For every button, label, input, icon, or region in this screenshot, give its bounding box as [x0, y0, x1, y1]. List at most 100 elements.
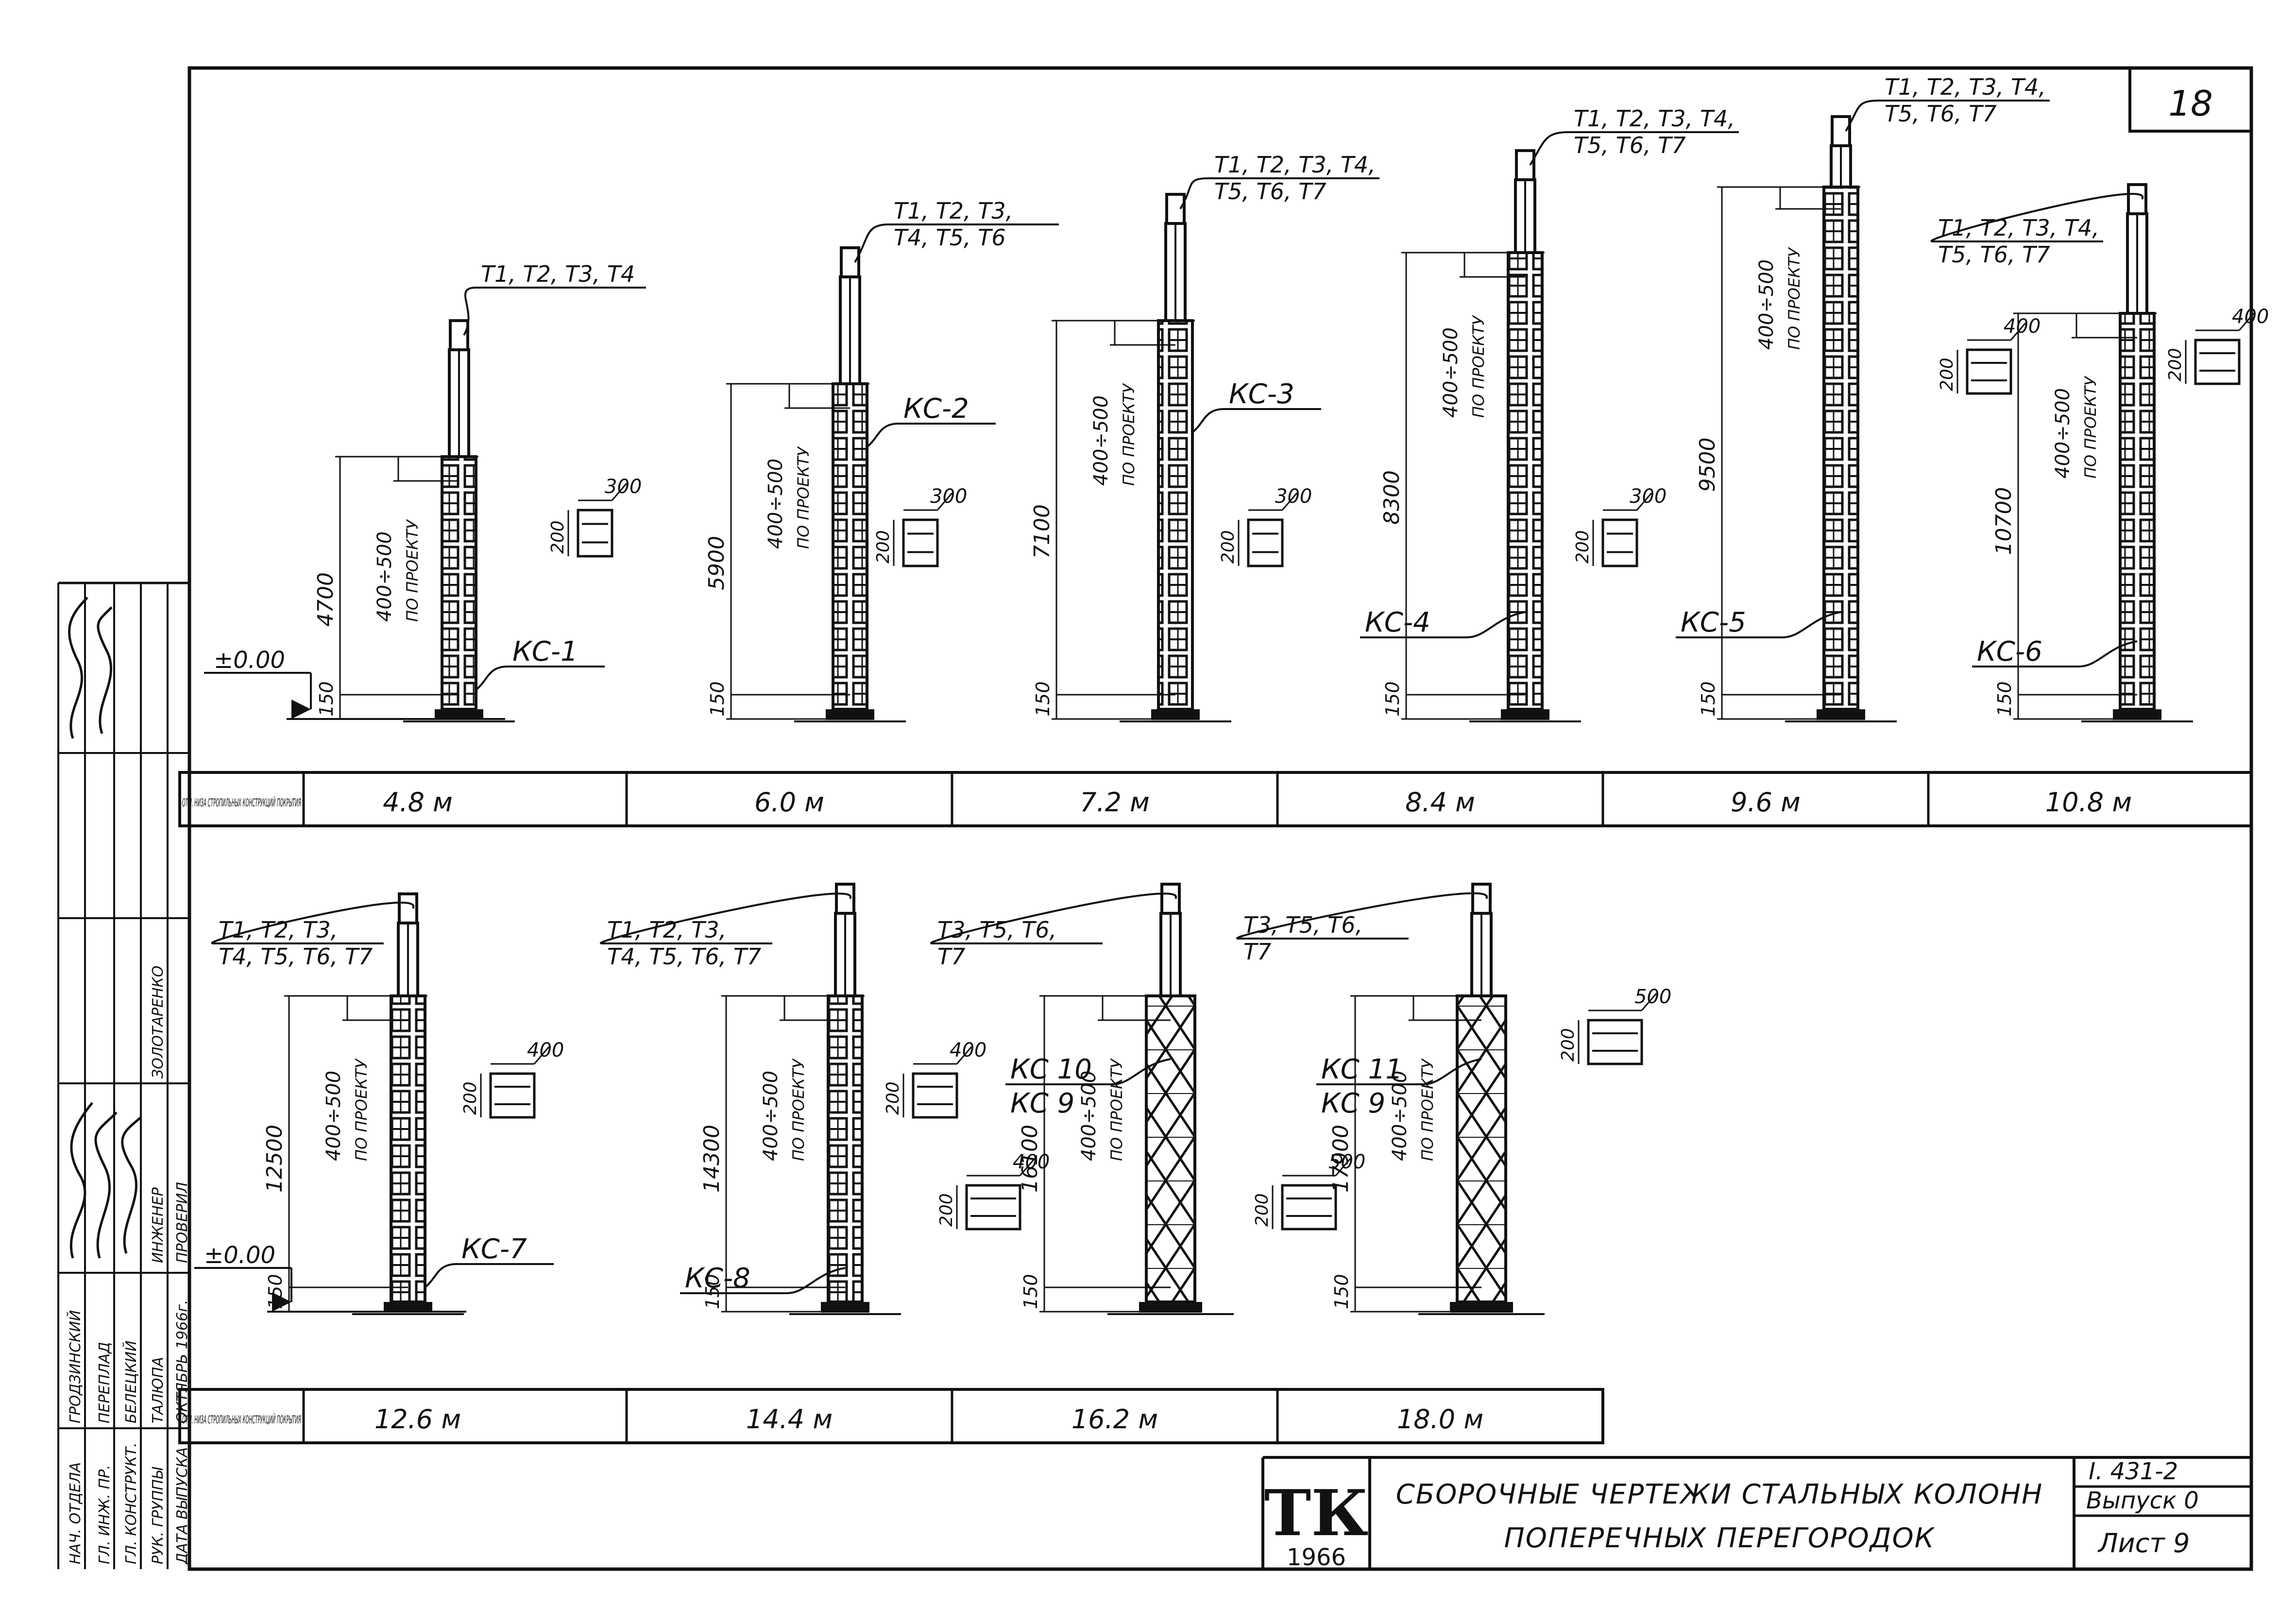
КС-3-label-leader	[1191, 408, 1225, 433]
КС 10-head-cap	[1160, 883, 1181, 915]
КС-8-height-label: 14.4 м	[746, 1404, 833, 1435]
КС 10-dim-note: ПО ПРОЕКТУ	[1107, 1058, 1126, 1161]
КС-4-dim-head: 400÷500	[1440, 327, 1462, 418]
stamp-name-2: ГРОДЗИНСКИЙ	[67, 1310, 84, 1423]
КС-8-column-body	[827, 994, 864, 1303]
КС-7-base-plate	[384, 1302, 432, 1313]
КС 11-callout-2: Т7	[1243, 939, 1271, 965]
stamp-role-2: ГЛ. ИНЖ. ПР.	[96, 1465, 113, 1564]
КС-4-height-label: 8.4 м	[1405, 787, 1475, 818]
series-number: I. 431-2	[2089, 1458, 2178, 1485]
bottom-height-strip: ОТМ. НИЗА СТРОПИЛЬНЫХ КОНСТРУКЦИЙ ПОКРЫТ…	[178, 1388, 1604, 1444]
КС 10-dim-total: 16100	[1018, 1125, 1042, 1193]
КС-2-dim-head: 400÷500	[765, 459, 787, 549]
КС-3-base-plate	[1151, 709, 1200, 720]
КС-7-section-width-leader	[533, 1046, 550, 1064]
stamp-name-1: ЗОЛОТАРЕНКО	[150, 966, 167, 1078]
КС 11-head-cap	[1471, 883, 1492, 915]
КС-1-dim-base: 150	[316, 681, 337, 717]
КС 11-dim-base: 150	[1331, 1274, 1352, 1309]
КС-1-head-cap	[449, 319, 469, 351]
КС-1-callout-1: Т1, Т2, Т3, Т4	[481, 261, 635, 287]
КС-6-callout-2: Т5, Т6, Т7	[1938, 241, 2050, 268]
КС-3-dim-base: 150	[1032, 681, 1054, 717]
КС 10-section-body	[965, 1184, 1021, 1231]
КС 10-base-plate	[1139, 1302, 1202, 1313]
КС-4-dim-base: 150	[1382, 681, 1403, 717]
КС-1-label-leader	[475, 666, 508, 691]
КС 11-label-2: КС 9	[1321, 1088, 1385, 1119]
stamp-role-3: ГЛ. КОНСТРУКТ.	[123, 1442, 140, 1564]
КС-1-dim-note: ПО ПРОЕКТУ	[403, 519, 422, 622]
КС-5-label: КС-5	[1681, 607, 1746, 638]
title-block: ТК 1966 СБОРОЧНЫЕ ЧЕРТЕЖИ СТАЛЬНЫХ КОЛОН…	[1261, 1456, 2251, 1571]
КС-5-dim-head: 400÷500	[1755, 259, 1778, 350]
КС-5-column-body	[1822, 186, 1859, 711]
КС-8-section-width-label: 400	[950, 1039, 986, 1061]
КС-3-head-cap	[1165, 193, 1186, 225]
КС-6-callout-leader	[1930, 193, 2144, 242]
КС-3-section-body	[1247, 518, 1284, 567]
КС-2-head-cap	[840, 246, 860, 278]
КС-2-callout-leader	[854, 223, 889, 263]
КС 11-base-plate	[1450, 1302, 1513, 1313]
КС-2-dim-total: 5900	[704, 536, 729, 590]
КС-4-callout-1: Т1, Т2, Т3, Т4,	[1574, 105, 1735, 132]
title-line-2: ПОПЕРЕЧНЫХ ПЕРЕГОРОДОК	[1504, 1522, 1935, 1554]
КС-7-dim-note: ПО ПРОЕКТУ	[352, 1058, 371, 1161]
КС-6-column-body	[2119, 312, 2156, 711]
КС-3-label: КС-3	[1229, 378, 1294, 410]
КС 10-label-2: КС 9	[1010, 1088, 1074, 1119]
КС-6-section-body	[2194, 339, 2241, 385]
stamp-name-4: БЕЛЕЦКИЙ	[122, 1340, 140, 1423]
КС-7-label-leader	[424, 1263, 457, 1288]
КС 11-dim-note: ПО ПРОЕКТУ	[1418, 1058, 1437, 1161]
signature-4	[94, 1112, 118, 1259]
КС-8-label-leader	[786, 1267, 846, 1294]
КС-5-callout-1: Т1, Т2, Т3, Т4,	[1885, 74, 2046, 100]
КС-6-section-width-leader	[2238, 313, 2255, 331]
КС-6-height-label: 10.8 м	[2045, 787, 2132, 818]
КС-7-section-width-label: 400	[527, 1039, 564, 1061]
stamp-role-4: РУК. ГРУППЫ	[150, 1467, 167, 1564]
stamp-role-5: ИНЖЕНЕР	[150, 1187, 167, 1263]
КС-7-height-label: 12.6 м	[374, 1404, 461, 1435]
КС-1-callout-leader	[463, 287, 476, 336]
КС-2-dim-note: ПО ПРОЕКТУ	[794, 446, 813, 549]
signature-2	[97, 606, 113, 734]
КС-5-section-body	[1966, 348, 2012, 395]
issue-number: Выпуск 0	[2086, 1487, 2199, 1514]
signature-1	[68, 597, 88, 739]
КС-6-label: КС-6	[1977, 636, 2042, 667]
КС-8-dim-total: 14300	[699, 1125, 724, 1193]
КС-3-callout-2: Т5, Т6, Т7	[1214, 178, 1327, 205]
svg-text:±0.00: ±0.00	[204, 1242, 275, 1269]
КС 11-section-height-label: 200	[1252, 1193, 1272, 1227]
КС-8-callout-2: Т4, Т5, Т6, Т7	[607, 943, 761, 970]
stamp-role-1: НАЧ. ОТДЕЛА	[67, 1462, 84, 1564]
КС 11-label-leader	[1423, 1058, 1482, 1085]
КС-7-callout-2: Т4, Т5, Т6, Т7	[219, 943, 373, 970]
КС-1-height-label: 4.8 м	[383, 787, 453, 818]
КС-6-section-width-label: 400	[2232, 306, 2269, 328]
КС-7-section-body	[489, 1072, 536, 1119]
КС-8-base-plate	[821, 1302, 869, 1313]
svg-text:±0.00: ±0.00	[214, 647, 285, 674]
stamp-date-label: ДАТА ВЫПУСКА	[174, 1447, 191, 1565]
КС-7-label: КС-7	[461, 1233, 527, 1265]
extra-width-leader	[1641, 993, 1657, 1011]
КС 11-callout-1: Т3, Т5, Т6,	[1243, 912, 1362, 938]
КС-4-section-width-leader	[1636, 493, 1652, 511]
КС 10-callout-1: Т3, Т5, Т6,	[937, 917, 1056, 943]
outer-frame	[187, 66, 2253, 1571]
КС-5-section-height-label: 200	[1937, 358, 1957, 391]
КС-2-height-label: 6.0 м	[754, 787, 824, 818]
КС-1-section-body	[577, 509, 613, 558]
КС-5-head-cap	[1831, 115, 1851, 147]
КС 11-section-body	[1281, 1184, 1337, 1231]
КС-2-label: КС-2	[903, 393, 969, 425]
КС 10-label-leader	[1112, 1058, 1171, 1085]
stamp-name-5: ТАЛЮПА	[150, 1357, 167, 1423]
